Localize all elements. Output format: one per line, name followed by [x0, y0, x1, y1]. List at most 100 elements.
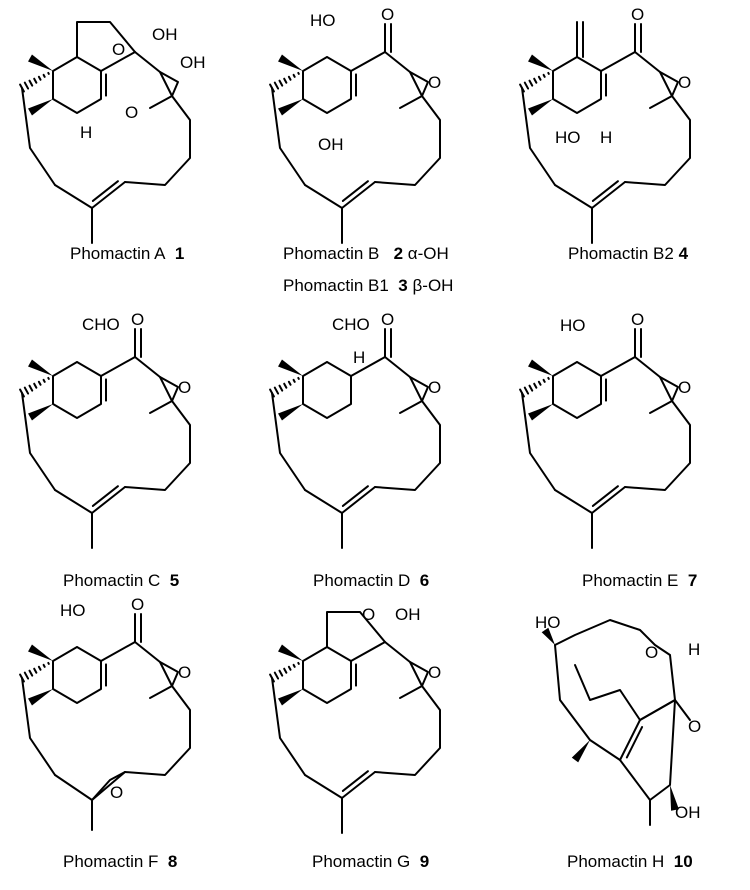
bond [350, 356, 386, 377]
hashed-bond [292, 663, 296, 668]
hashed-bond [523, 81, 530, 90]
hashed-bond [273, 81, 280, 90]
atom-label: O [428, 663, 441, 682]
ring-bond [554, 619, 676, 761]
wedge-bond [571, 740, 590, 763]
hashed-bond [523, 386, 530, 395]
wedge-bond [28, 99, 53, 116]
hashed-bond [287, 665, 292, 671]
hashed-bond [278, 79, 284, 87]
hashed-bond [273, 386, 280, 395]
bond [374, 685, 441, 776]
wedge-bond [670, 785, 679, 811]
caption-phomactin-d: Phomactin D 6 [313, 571, 430, 590]
double-bond [91, 180, 119, 202]
bond [600, 51, 636, 72]
atom-label: H [688, 640, 700, 659]
hashed-bond [33, 667, 38, 674]
methyl-bond [399, 400, 423, 414]
bond [271, 392, 306, 491]
caption-phomactin-b1: Phomactin B1 3 β-OH [283, 276, 454, 295]
atom-label: O [631, 5, 644, 24]
caption-phomactin-b2: Phomactin B2 4 [568, 244, 689, 263]
bond [124, 95, 191, 186]
atom-label: HO [60, 601, 86, 620]
caption-phomactin-e: Phomactin E 7 [582, 571, 698, 590]
hashed-bond [42, 663, 46, 668]
atom-label: HO [555, 128, 581, 147]
atom-label: O [381, 310, 394, 329]
bond [304, 181, 376, 209]
hashed-bond [42, 73, 46, 78]
atom-label: H [353, 348, 365, 367]
atom-label: HO [310, 11, 336, 30]
wedge-bond [28, 54, 53, 71]
hashed-bond [28, 79, 34, 87]
hashed-bond [283, 667, 288, 674]
hashed-bond [42, 378, 46, 383]
bond [100, 51, 136, 72]
hashed-bond [28, 669, 34, 677]
bond [639, 699, 676, 721]
bond [271, 87, 306, 186]
atom-label: CHO [332, 315, 370, 334]
epoxide-bond [409, 661, 429, 687]
bond [634, 356, 673, 402]
bond [634, 51, 673, 97]
hashed-bond [533, 77, 538, 84]
atom-label: O [678, 73, 691, 92]
hashed-bond [542, 73, 546, 78]
methyl-bond [149, 400, 173, 414]
bond [21, 392, 56, 491]
wedge-bond [541, 627, 555, 645]
atom-label: O [125, 103, 138, 122]
wedge-bond [28, 404, 53, 421]
hashed-bond [47, 71, 50, 75]
epoxide-bond [159, 71, 179, 97]
hashed-bond [542, 378, 546, 383]
atom-label: O [178, 663, 191, 682]
atom-label: O [131, 595, 144, 614]
atom-label: HO [535, 613, 561, 632]
hashed-bond [292, 73, 296, 78]
ring-bond [52, 361, 102, 419]
bond [304, 486, 376, 514]
atom-label: O [428, 378, 441, 397]
hashed-bond [28, 384, 34, 392]
ring-bond [552, 361, 602, 419]
hashed-bond [283, 77, 288, 84]
wedge-bond [278, 99, 303, 116]
atom-label: CHO [82, 315, 120, 334]
double-bond [91, 485, 119, 507]
hashed-bond [292, 378, 296, 383]
atom-label: O [178, 378, 191, 397]
ring-bond [302, 361, 352, 419]
ring-bond [619, 699, 676, 801]
epoxide-bond [659, 71, 679, 97]
ring-bond [52, 56, 102, 114]
bond [521, 392, 556, 491]
bond [100, 641, 136, 662]
bond [134, 641, 173, 687]
epoxide-bond [409, 376, 429, 402]
wedge-bond [278, 689, 303, 706]
hashed-bond [297, 71, 300, 75]
ring-bond [302, 56, 352, 114]
bond [124, 400, 191, 491]
caption-phomactin-a: Phomactin A 1 [70, 244, 185, 263]
wedge-bond [278, 54, 303, 71]
atom-label: O [362, 605, 375, 624]
ring-bond [552, 56, 602, 114]
atom-label: O [112, 40, 125, 59]
bond [554, 486, 626, 514]
hashed-bond [33, 77, 38, 84]
atom-label: OH [395, 605, 421, 624]
hashed-bond [37, 665, 42, 671]
bond [384, 641, 423, 687]
wedge-bond [28, 689, 53, 706]
bond [624, 400, 691, 491]
methyl-bond [649, 95, 673, 109]
atom-label: HO [560, 316, 586, 335]
atom-label: O [631, 310, 644, 329]
hashed-bond [528, 79, 534, 87]
